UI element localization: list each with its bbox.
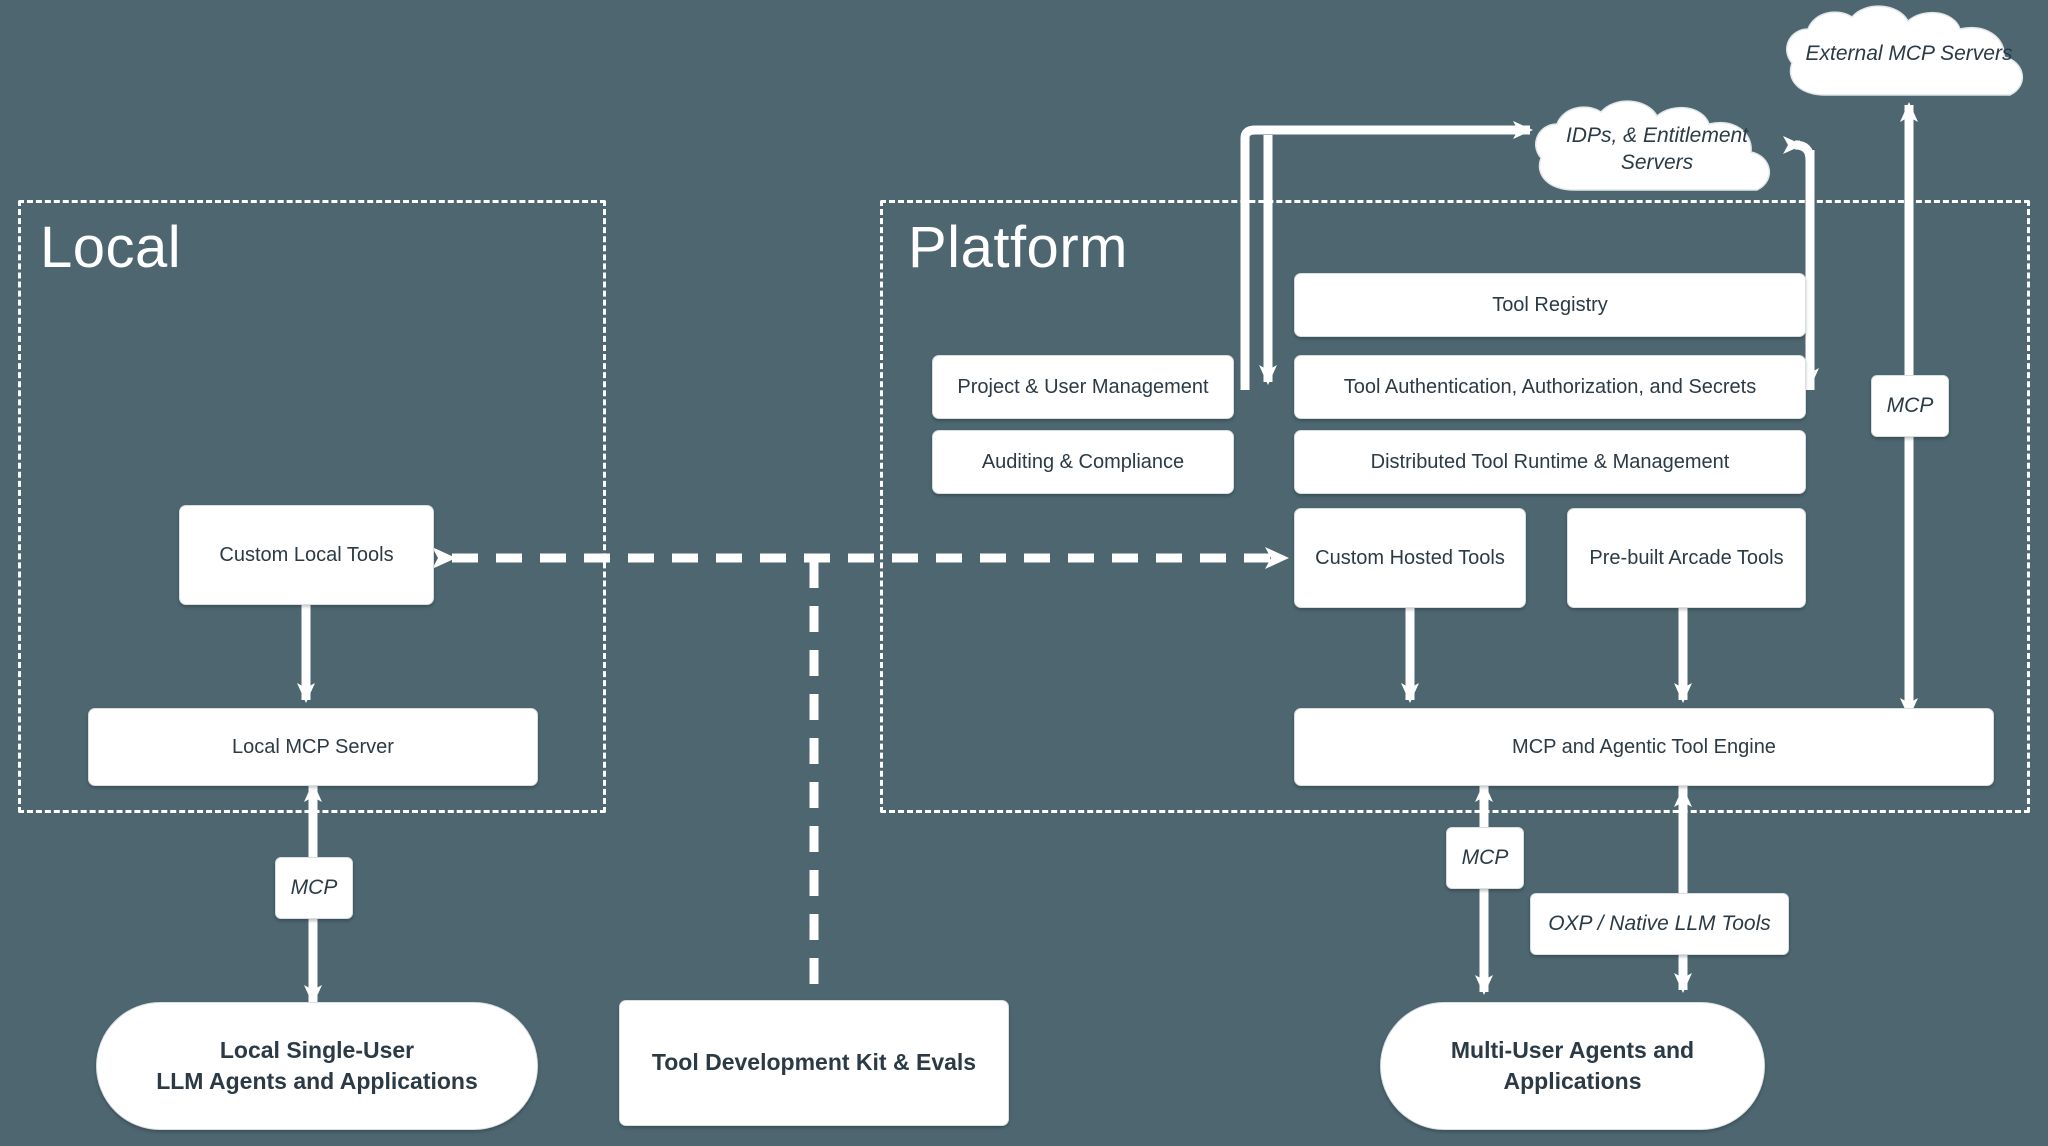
cloud-idps-entitlement-servers: IDPs, & Entitlement Servers xyxy=(1529,100,1785,198)
node-distributed-tool-runtime[interactable]: Distributed Tool Runtime & Management xyxy=(1294,430,1806,494)
cloud-external-mcp-servers: External MCP Servers xyxy=(1778,5,2040,103)
zone-local xyxy=(18,200,606,813)
cloud-shape-icon xyxy=(1535,100,1771,191)
node-multi-user-agents-line2: Applications xyxy=(1503,1068,1642,1094)
node-local-agents-line2: LLM Agents and Applications xyxy=(156,1068,478,1094)
cloud-external-mcp-servers-label: External MCP Servers xyxy=(1805,42,2013,66)
tag-mcp-external: MCP xyxy=(1871,375,1949,437)
node-tool-registry[interactable]: Tool Registry xyxy=(1294,273,1806,337)
node-mcp-agentic-tool-engine[interactable]: MCP and Agentic Tool Engine xyxy=(1294,708,1994,786)
tag-mcp-local: MCP xyxy=(275,857,353,919)
node-tool-authentication[interactable]: Tool Authentication, Authorization, and … xyxy=(1294,355,1806,419)
node-auditing-compliance[interactable]: Auditing & Compliance xyxy=(932,430,1234,494)
node-multi-user-agents-line1: Multi-User Agents and xyxy=(1450,1036,1695,1063)
node-custom-hosted-tools[interactable]: Custom Hosted Tools xyxy=(1294,508,1526,608)
cloud-shape-icon xyxy=(1786,5,2024,96)
node-local-mcp-server[interactable]: Local MCP Server xyxy=(88,708,538,786)
node-project-user-management[interactable]: Project & User Management xyxy=(932,355,1234,419)
node-multi-user-agents[interactable]: Multi-User Agents and Applications xyxy=(1380,1002,1765,1130)
zone-platform xyxy=(880,200,2030,813)
node-oxp-native-llm-tools[interactable]: OXP / Native LLM Tools xyxy=(1530,893,1789,955)
tag-mcp-platform: MCP xyxy=(1446,827,1524,889)
node-custom-local-tools[interactable]: Custom Local Tools xyxy=(179,505,434,605)
node-local-single-user-agents[interactable]: Local Single-User LLM Agents and Applica… xyxy=(96,1002,538,1130)
cloud-idps-entitlement-servers-label: IDPs, & Entitlement Servers xyxy=(1565,123,1749,174)
zone-platform-title: Platform xyxy=(908,215,1128,280)
zone-local-title: Local xyxy=(40,215,182,280)
node-tool-development-kit[interactable]: Tool Development Kit & Evals xyxy=(619,1000,1009,1126)
node-prebuilt-arcade-tools[interactable]: Pre-built Arcade Tools xyxy=(1567,508,1806,608)
node-local-agents-line1: Local Single-User xyxy=(219,1036,415,1063)
